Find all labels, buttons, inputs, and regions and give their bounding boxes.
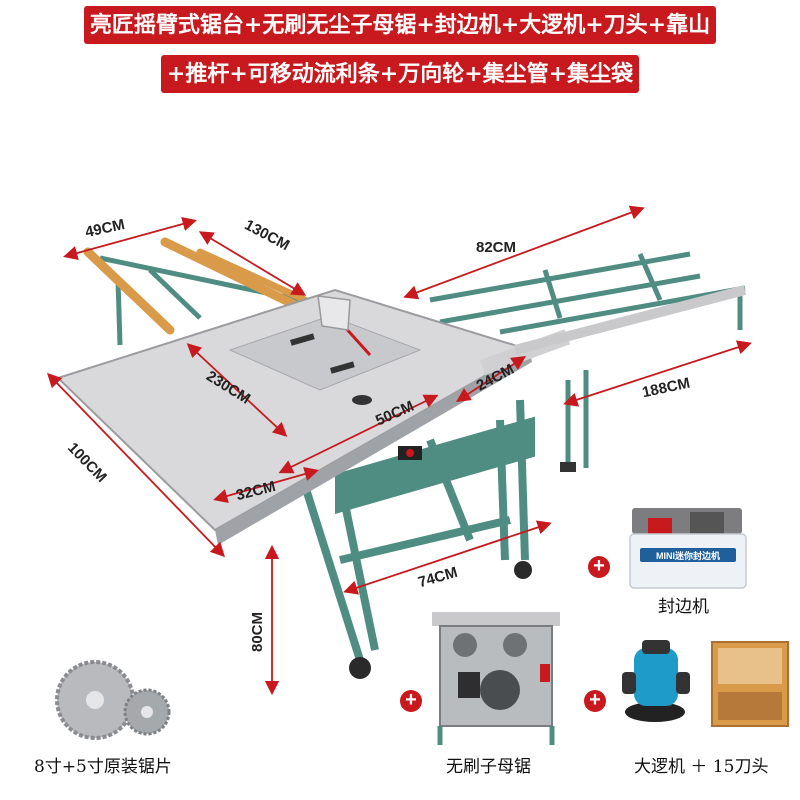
dim-100cm: 100CM bbox=[64, 439, 110, 486]
dimension-arrows bbox=[46, 205, 752, 696]
caption-blades: 8寸+5寸原装锯片 bbox=[34, 757, 172, 777]
header-title-1: 亮匠摇臂式锯台+无刷无尘子母锯+封边机+大逻机+刀头+靠山 bbox=[83, 6, 717, 44]
dim-130cm: 130CM bbox=[242, 216, 293, 254]
saw-unit-image bbox=[432, 612, 560, 745]
plus-icon-router: + bbox=[584, 690, 606, 712]
dim-188cm: 188CM bbox=[641, 375, 692, 402]
saw-blades-image bbox=[55, 660, 171, 740]
header-title-2: +推杆+可移动流利条+万向轮+集尘管+集尘袋 bbox=[160, 55, 640, 93]
edge-bander-image bbox=[629, 508, 747, 589]
sliding-arm bbox=[513, 285, 747, 355]
rail-foot bbox=[560, 462, 576, 472]
power-button bbox=[406, 449, 414, 457]
caption-saw-unit: 无刷子母锯 bbox=[446, 757, 531, 777]
dim-82cm: 82CM bbox=[476, 239, 516, 256]
dim-80cm: 80CM bbox=[249, 612, 266, 652]
router-bit-box bbox=[711, 641, 789, 727]
router-plate bbox=[228, 315, 422, 391]
plus-icon-saw-unit: + bbox=[400, 690, 422, 712]
caption-router: 大逻机 ＋ 15刀头 bbox=[634, 757, 769, 777]
dim-74cm: 74CM bbox=[416, 564, 459, 591]
router-image bbox=[622, 640, 690, 722]
header-line-1: 亮匠摇臂式锯台+无刷无尘子母锯+封边机+大逻机+刀头+靠山 bbox=[0, 6, 800, 44]
blade-guard bbox=[317, 295, 351, 331]
header-line-2: +推杆+可移动流利条+万向轮+集尘管+集尘袋 bbox=[0, 55, 800, 93]
dim-49cm: 49CM bbox=[84, 216, 127, 241]
edge-bander-label: MINI迷你封边机 bbox=[656, 550, 720, 561]
plus-icon-edge-bander: + bbox=[588, 556, 610, 578]
caption-edge-bander: 封边机 bbox=[658, 597, 709, 617]
